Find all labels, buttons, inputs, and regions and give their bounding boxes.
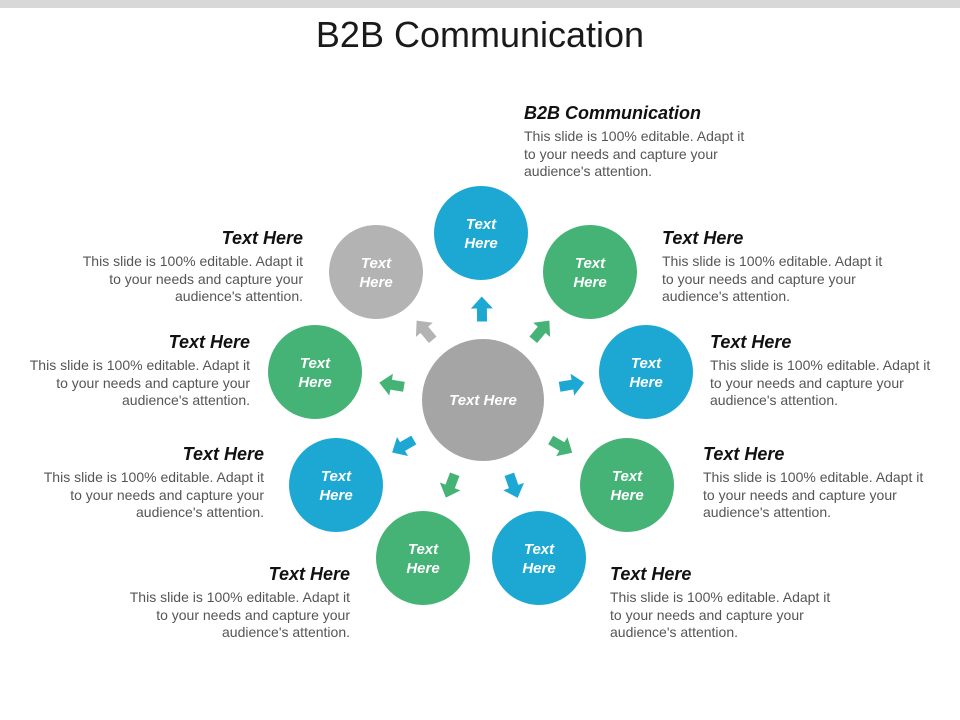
- text-block-heading: Text Here: [710, 332, 792, 352]
- text-block-right-1: Text Here This slide is 100% editable. A…: [662, 227, 902, 306]
- hub-label: Text Here: [449, 392, 517, 409]
- arrow-icon: [503, 472, 525, 498]
- arrow-icon: [529, 320, 551, 344]
- text-block-right-4: Text Here This slide is 100% editable. A…: [610, 563, 850, 642]
- text-block-heading: Text Here: [610, 564, 692, 584]
- text-block-left-3: Text Here This slide is 100% editable. A…: [24, 443, 264, 522]
- text-block-body: This slide is 100% editable. Adapt it to…: [662, 253, 883, 304]
- text-block-body: This slide is 100% editable. Adapt it to…: [710, 357, 931, 408]
- text-block-body: This slide is 100% editable. Adapt it to…: [82, 253, 303, 304]
- arrow-icon: [470, 296, 493, 322]
- arrow-icon: [558, 373, 585, 396]
- text-block-heading: Text Here: [662, 228, 744, 248]
- text-block-heading: Text Here: [182, 444, 264, 464]
- text-block-body: This slide is 100% editable. Adapt it to…: [29, 357, 250, 408]
- text-block-left-2: Text Here This slide is 100% editable. A…: [10, 331, 250, 410]
- arrow-icon: [392, 435, 417, 457]
- text-block-heading: Text Here: [703, 444, 785, 464]
- slide-title: B2B Communication: [315, 14, 645, 55]
- text-block-left-4: Text Here This slide is 100% editable. A…: [110, 563, 350, 642]
- text-block-right-3: Text Here This slide is 100% editable. A…: [703, 443, 943, 522]
- text-block-body: This slide is 100% editable. Adapt it to…: [524, 128, 745, 179]
- text-block-body: This slide is 100% editable. Adapt it to…: [129, 589, 350, 640]
- text-block-body: This slide is 100% editable. Adapt it to…: [43, 469, 264, 520]
- top-bar: [0, 0, 960, 8]
- text-block-heading: B2B Communication: [524, 103, 702, 123]
- text-block-heading: Text Here: [268, 564, 350, 584]
- text-block-body: This slide is 100% editable. Adapt it to…: [703, 469, 924, 520]
- arrow-icon: [439, 472, 461, 498]
- text-block-body: This slide is 100% editable. Adapt it to…: [610, 589, 831, 640]
- arrow-icon: [415, 320, 437, 344]
- text-block-top: B2B Communication This slide is 100% edi…: [524, 102, 764, 181]
- arrow-icon: [379, 373, 405, 396]
- text-block-heading: Text Here: [168, 332, 250, 352]
- text-block-left-1: Text Here This slide is 100% editable. A…: [63, 227, 303, 306]
- hub-node: Text Here: [422, 339, 544, 461]
- arrow-icon: [548, 435, 573, 457]
- text-block-right-2: Text Here This slide is 100% editable. A…: [710, 331, 950, 410]
- text-block-heading: Text Here: [221, 228, 303, 248]
